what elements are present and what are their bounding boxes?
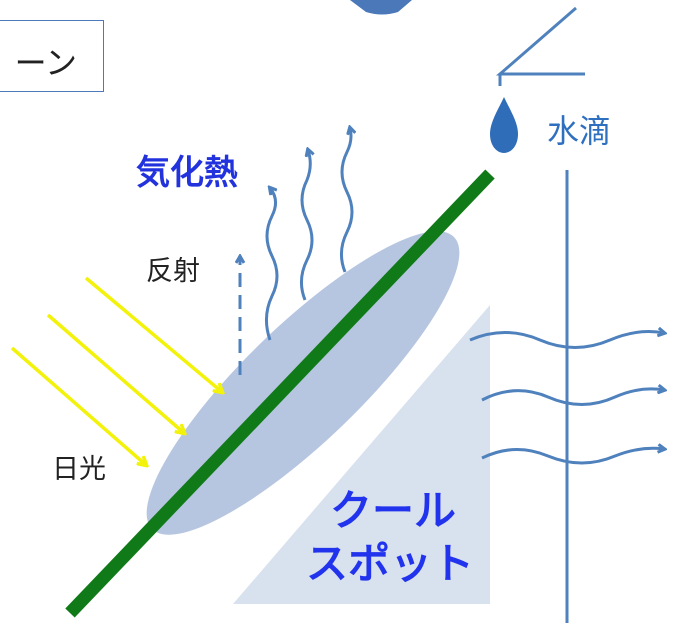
cool-spot-label-line2: スポット (306, 539, 475, 588)
sunlight-arrow-3 (10, 346, 146, 465)
evaporation-arrow-2 (300, 150, 312, 301)
cool-spot-region (233, 305, 490, 604)
sunlight-arrow-2 (46, 313, 184, 433)
top-partial-shape (350, 0, 412, 15)
evaporation-arrow-1 (265, 188, 279, 341)
screen-label-box: ーン (0, 20, 104, 92)
airflow-arrow-3 (481, 448, 664, 465)
cool-spot-label-line1: クール (330, 486, 457, 535)
nozzle-bracket (495, 6, 585, 76)
evaporative-heat-label: 気化熱 (136, 153, 238, 193)
evaporation-arrow-3 (340, 128, 352, 273)
water-drop-label: 水滴 (547, 112, 612, 150)
screen-label: ーン (14, 44, 77, 82)
sunlight-arrow-1 (84, 276, 222, 392)
water-drop-icon (490, 97, 518, 153)
reflection-label: 反射 (146, 256, 200, 287)
sunlight-label: 日光 (52, 454, 106, 485)
airflow-arrow-1 (469, 332, 664, 349)
airflow-arrow-2 (481, 389, 664, 406)
screen-sheet (65, 169, 495, 618)
